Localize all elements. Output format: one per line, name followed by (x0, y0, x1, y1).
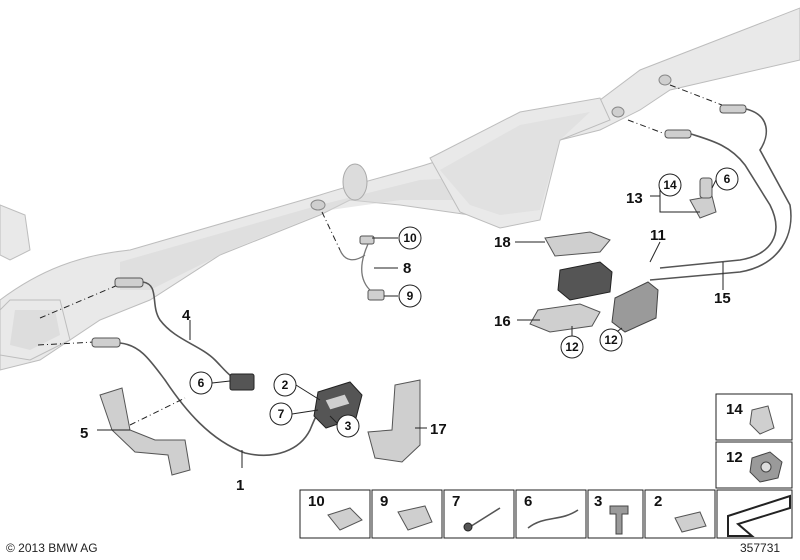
clip-nut-icon (749, 405, 775, 435)
circled-ref-2: 2 (282, 378, 289, 392)
callout-17: 17 (430, 421, 447, 438)
bolt-icon (609, 505, 629, 535)
callout-8: 8 (403, 260, 411, 277)
circled-ref-12a: 12 (565, 340, 579, 354)
legend-label-10: 10 (308, 493, 325, 510)
legend-label-7: 7 (452, 493, 460, 510)
callout-16: 16 (494, 313, 511, 330)
circled-ref-3: 3 (345, 419, 352, 433)
rear-oxygen-sensors (627, 84, 792, 281)
legend-label-14: 14 (726, 401, 743, 418)
direction-arrow-icon (727, 494, 791, 537)
circled-ref-7: 7 (278, 407, 285, 421)
bracket-17 (367, 379, 421, 463)
sensor-clip-icon (327, 507, 363, 531)
legend-bottom: 10 9 7 6 3 2 (299, 489, 793, 539)
spring-nut-icon (674, 511, 707, 533)
copyright-text: © 2013 BMW AG (6, 541, 98, 555)
callout-5: 5 (80, 425, 88, 442)
center-sensor (321, 211, 385, 301)
callout-18: 18 (494, 234, 511, 251)
legend-label-6: 6 (524, 493, 532, 510)
holder-clip-icon (397, 505, 433, 531)
leader-lines (97, 179, 724, 468)
bracket-5 (99, 387, 191, 476)
control-units (529, 231, 659, 333)
legend-label-2: 2 (654, 493, 662, 510)
circled-ref-10: 10 (403, 231, 417, 245)
legend-label-9: 9 (380, 493, 388, 510)
circled-ref-6: 6 (198, 376, 205, 390)
circled-ref-9: 9 (407, 289, 414, 303)
circled-ref-14: 14 (663, 178, 677, 192)
legend-label-12: 12 (726, 449, 743, 466)
front-oxygen-sensors (37, 277, 326, 457)
callout-13: 13 (626, 190, 643, 207)
legend-label-3: 3 (594, 493, 602, 510)
legend-side: 14 12 (715, 393, 793, 489)
circled-references: 10 9 6 2 7 3 14 6 12 12 (189, 167, 739, 438)
circled-ref-12b: 12 (604, 333, 618, 347)
callout-11: 11 (650, 227, 666, 244)
callout-1: 1 (236, 477, 244, 494)
callout-numbers: 1 4 5 8 11 13 15 16 17 18 (80, 190, 731, 494)
callout-15: 15 (714, 290, 731, 307)
callout-4: 4 (182, 307, 191, 324)
cable-strap-icon (527, 509, 579, 529)
exhaust-pipe (0, 7, 800, 371)
circled-ref-6b: 6 (724, 172, 731, 186)
drawing-number: 357731 (740, 541, 780, 555)
